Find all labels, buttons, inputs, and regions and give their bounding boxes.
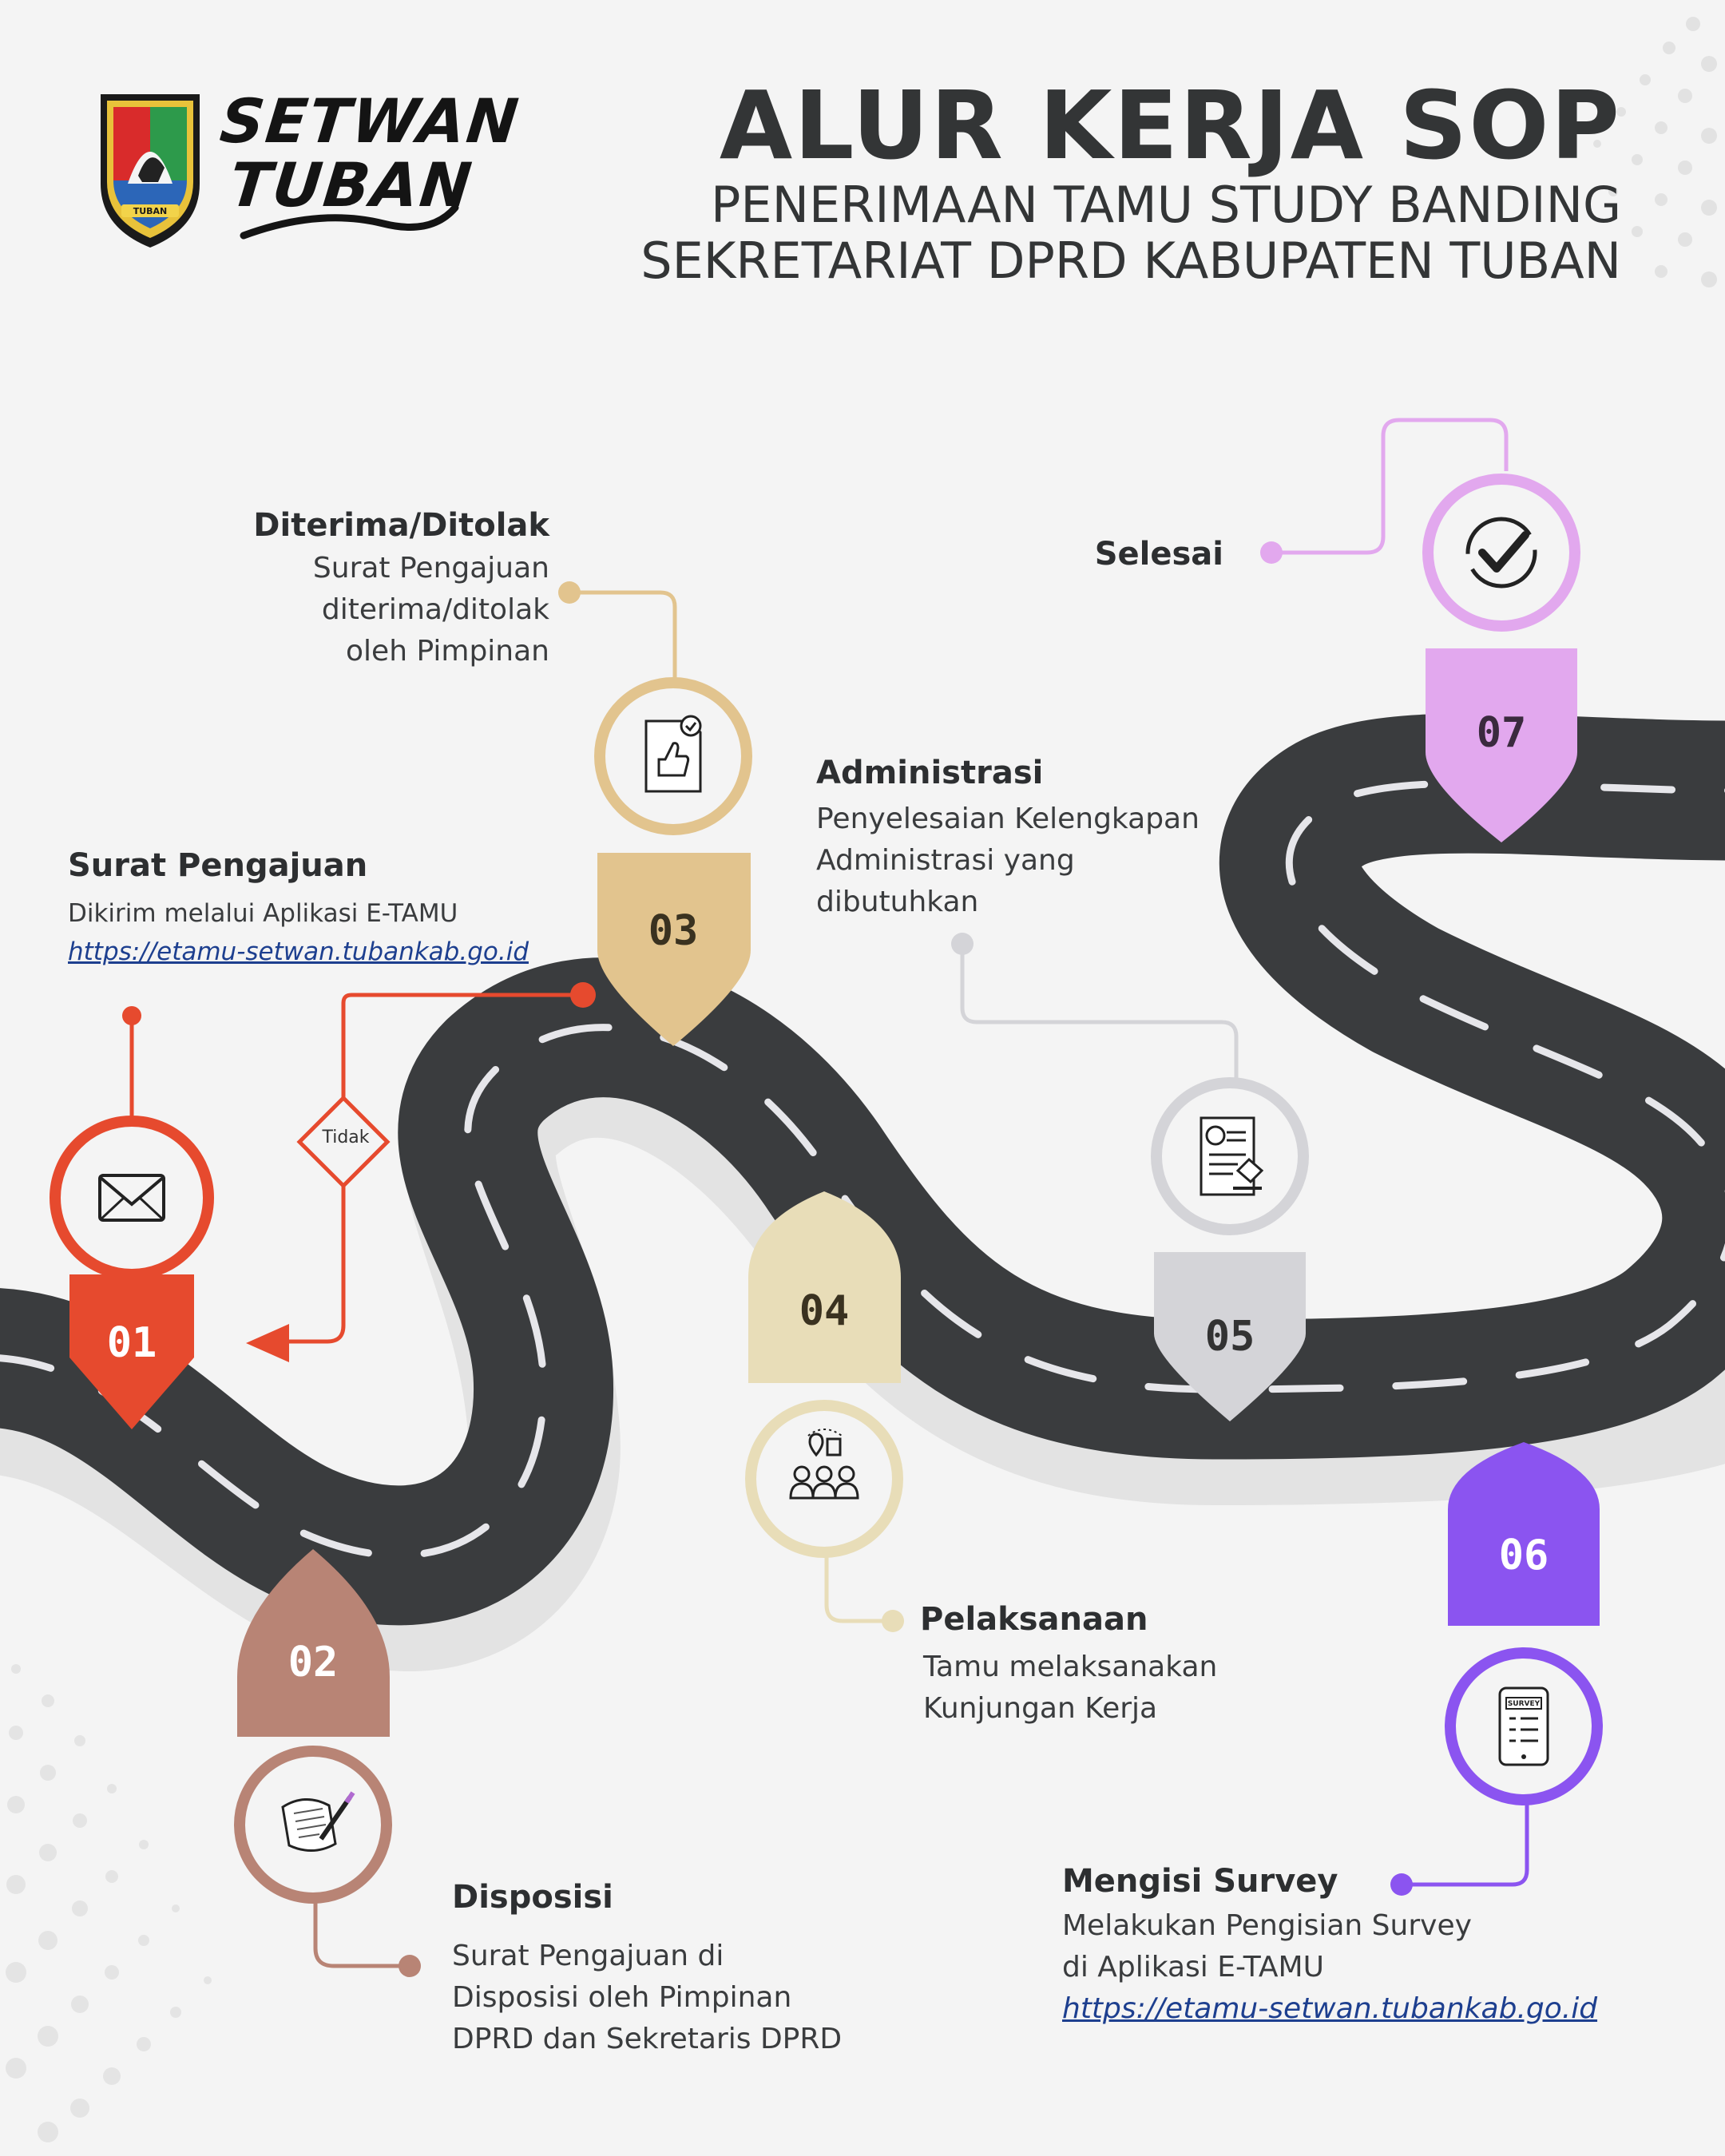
- step-04-text: Pelaksanaan Tamu melaksanakan Kunjungan …: [920, 1599, 1217, 1730]
- group-visit-icon: [789, 1429, 859, 1500]
- crest-ribbon-text: TUBAN: [133, 206, 168, 216]
- step-04-title: Pelaksanaan: [920, 1601, 1148, 1638]
- step-04-desc-line1: Tamu melaksanakan: [923, 1651, 1218, 1683]
- step-03-desc-line2: diterima/ditolak: [321, 593, 549, 626]
- step-05-desc-line2: Administrasi yang: [816, 844, 1075, 877]
- envelope-icon: [98, 1174, 165, 1222]
- brand-swoosh-decoration: [240, 204, 459, 240]
- document-pen-icon: [281, 1791, 355, 1852]
- step-02-desc-line3: DPRD dan Sekretaris DPRD: [452, 2023, 843, 2055]
- step-03-desc-line1: Surat Pengajuan: [312, 552, 549, 585]
- step-number-03: 03: [648, 907, 699, 955]
- step-06-title: Mengisi Survey: [1062, 1863, 1338, 1900]
- step-05-desc-line3: dibutuhkan: [816, 886, 979, 918]
- step-05-title: Administrasi: [816, 755, 1044, 791]
- decision-diamond: [296, 1095, 391, 1189]
- dot-pattern-top-right: [1593, 17, 1717, 287]
- step-number-01: 01: [106, 1319, 157, 1367]
- step-02-text: Disposisi Surat Pengajuan di Disposisi o…: [452, 1877, 842, 2060]
- step-01-text: Surat Pengajuan Dikirim melalui Aplikasi…: [68, 845, 529, 971]
- step-01-link[interactable]: https://etamu-setwan.tubankab.go.id: [68, 937, 529, 966]
- step-03-desc-line3: oleh Pimpinan: [346, 635, 549, 668]
- step-02-title: Disposisi: [452, 1879, 613, 1916]
- step-number-02: 02: [288, 1639, 339, 1686]
- certificate-stamp-icon: [1200, 1116, 1264, 1196]
- checkmark-icon: [1465, 517, 1537, 589]
- step-06-desc-line2: di Aplikasi E-TAMU: [1062, 1951, 1324, 1984]
- step-01-desc-line1: Dikirim melalui Aplikasi E-TAMU: [68, 899, 458, 928]
- step-03-text: Diterima/Ditolak Surat Pengajuan diterim…: [253, 505, 549, 672]
- tuban-regency-crest-icon: TUBAN: [101, 94, 200, 248]
- step-07-text: Selesai: [1095, 533, 1223, 575]
- page-title: ALUR KERJA SOP: [719, 70, 1621, 180]
- page-subtitle-line2: SEKRETARIAT DPRD KABUPATEN TUBAN: [640, 232, 1621, 290]
- step-07-title: Selesai: [1094, 536, 1223, 573]
- step-number-04: 04: [799, 1287, 850, 1335]
- step-05-text: Administrasi Penyelesaian Kelengkapan Ad…: [816, 752, 1200, 923]
- step-03-title: Diterima/Ditolak: [253, 507, 549, 544]
- decision-label: Tidak: [322, 1128, 370, 1147]
- survey-phone-icon: SURVEY: [1498, 1686, 1549, 1766]
- step-number-07: 07: [1476, 709, 1527, 757]
- step-06-desc-line1: Melakukan Pengisian Survey: [1062, 1909, 1472, 1942]
- step-02-desc-line2: Disposisi oleh Pimpinan: [452, 1981, 792, 2014]
- step-04-desc-line2: Kunjungan Kerja: [923, 1692, 1158, 1725]
- step-number-06: 06: [1498, 1532, 1549, 1579]
- step-06-text: Mengisi Survey Melakukan Pengisian Surve…: [1062, 1861, 1597, 2030]
- page-header: ALUR KERJA SOP PENERIMAAN TAMU STUDY BAN…: [640, 73, 1621, 289]
- step-05-desc-line1: Penyelesaian Kelengkapan: [816, 803, 1200, 835]
- dot-pattern-bottom-left: [6, 1664, 212, 2142]
- step-02-desc-line1: Surat Pengajuan di: [452, 1940, 724, 1972]
- step-06-link[interactable]: https://etamu-setwan.tubankab.go.id: [1062, 1992, 1598, 2025]
- page-subtitle-line1: PENERIMAAN TAMU STUDY BANDING: [711, 176, 1621, 234]
- road-lane-markings: [0, 779, 1725, 1560]
- step-01-title: Surat Pengajuan: [68, 847, 368, 884]
- document-thumbs-up-icon: [644, 715, 702, 793]
- survey-icon-label: SURVEY: [1508, 1700, 1541, 1708]
- step-number-05: 05: [1204, 1313, 1255, 1361]
